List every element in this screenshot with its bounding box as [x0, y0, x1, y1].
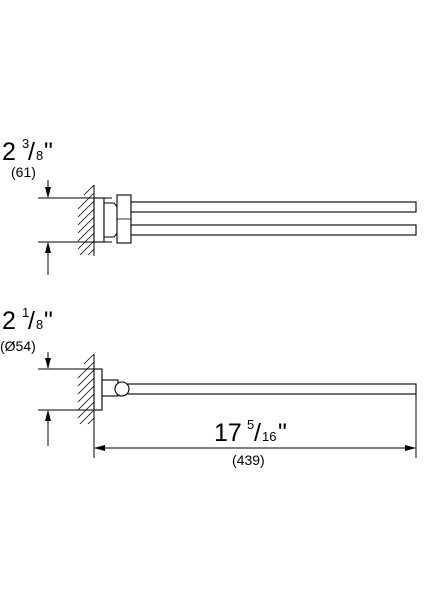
- towel-bar-top-view: [93, 194, 417, 244]
- swivel-knuckle: [114, 381, 130, 397]
- wall-flange: [93, 197, 105, 243]
- depth-mm: (61): [11, 164, 36, 180]
- length-whole: 17: [214, 419, 242, 447]
- upper-arm: [130, 201, 417, 213]
- length-mm: (439): [232, 452, 265, 468]
- depth-dimension-label: 2 3 / 8 " (61): [2, 136, 53, 180]
- length-frac-den: 16: [262, 429, 276, 444]
- length-frac-slash: /: [254, 419, 261, 447]
- top-view: 2 3 / 8 " (61): [2, 136, 417, 275]
- diameter-mm: (Ø54): [0, 338, 36, 354]
- diameter-dimension-lines: [38, 352, 100, 446]
- depth-inch-mark: ": [44, 138, 53, 166]
- diameter-frac-num: 1: [22, 305, 29, 320]
- wall-hatch: [77, 353, 95, 425]
- length-dimension: [93, 394, 417, 458]
- lower-arm: [130, 224, 417, 236]
- length-inch-mark: ": [278, 419, 287, 447]
- wall-flange: [93, 368, 103, 411]
- bottom-view: 2 1 / 8 " (Ø54): [0, 305, 417, 468]
- arrow-down-icon: [45, 187, 51, 198]
- diameter-inch-mark: ": [44, 307, 53, 335]
- arrow-right-icon: [405, 445, 416, 451]
- arrow-left-icon: [94, 445, 105, 451]
- arrow-up-icon: [45, 242, 51, 253]
- depth-frac-num: 3: [22, 136, 29, 151]
- depth-frac-slash: /: [28, 138, 35, 166]
- arrow-up-icon: [45, 410, 51, 421]
- arrow-down-icon: [45, 358, 51, 369]
- arm: [120, 383, 417, 395]
- length-dimension-label: 17 5 / 16 " (439): [214, 417, 287, 468]
- depth-whole: 2: [2, 138, 16, 166]
- length-frac-num: 5: [247, 417, 254, 432]
- diameter-frac-slash: /: [28, 307, 35, 335]
- depth-frac-den: 8: [36, 148, 43, 163]
- diameter-whole: 2: [2, 307, 16, 335]
- wall-hatch: [77, 184, 95, 256]
- diameter-dimension-label: 2 1 / 8 " (Ø54): [0, 305, 53, 354]
- diameter-frac-den: 8: [36, 317, 43, 332]
- towel-bar-side-view: [93, 368, 417, 411]
